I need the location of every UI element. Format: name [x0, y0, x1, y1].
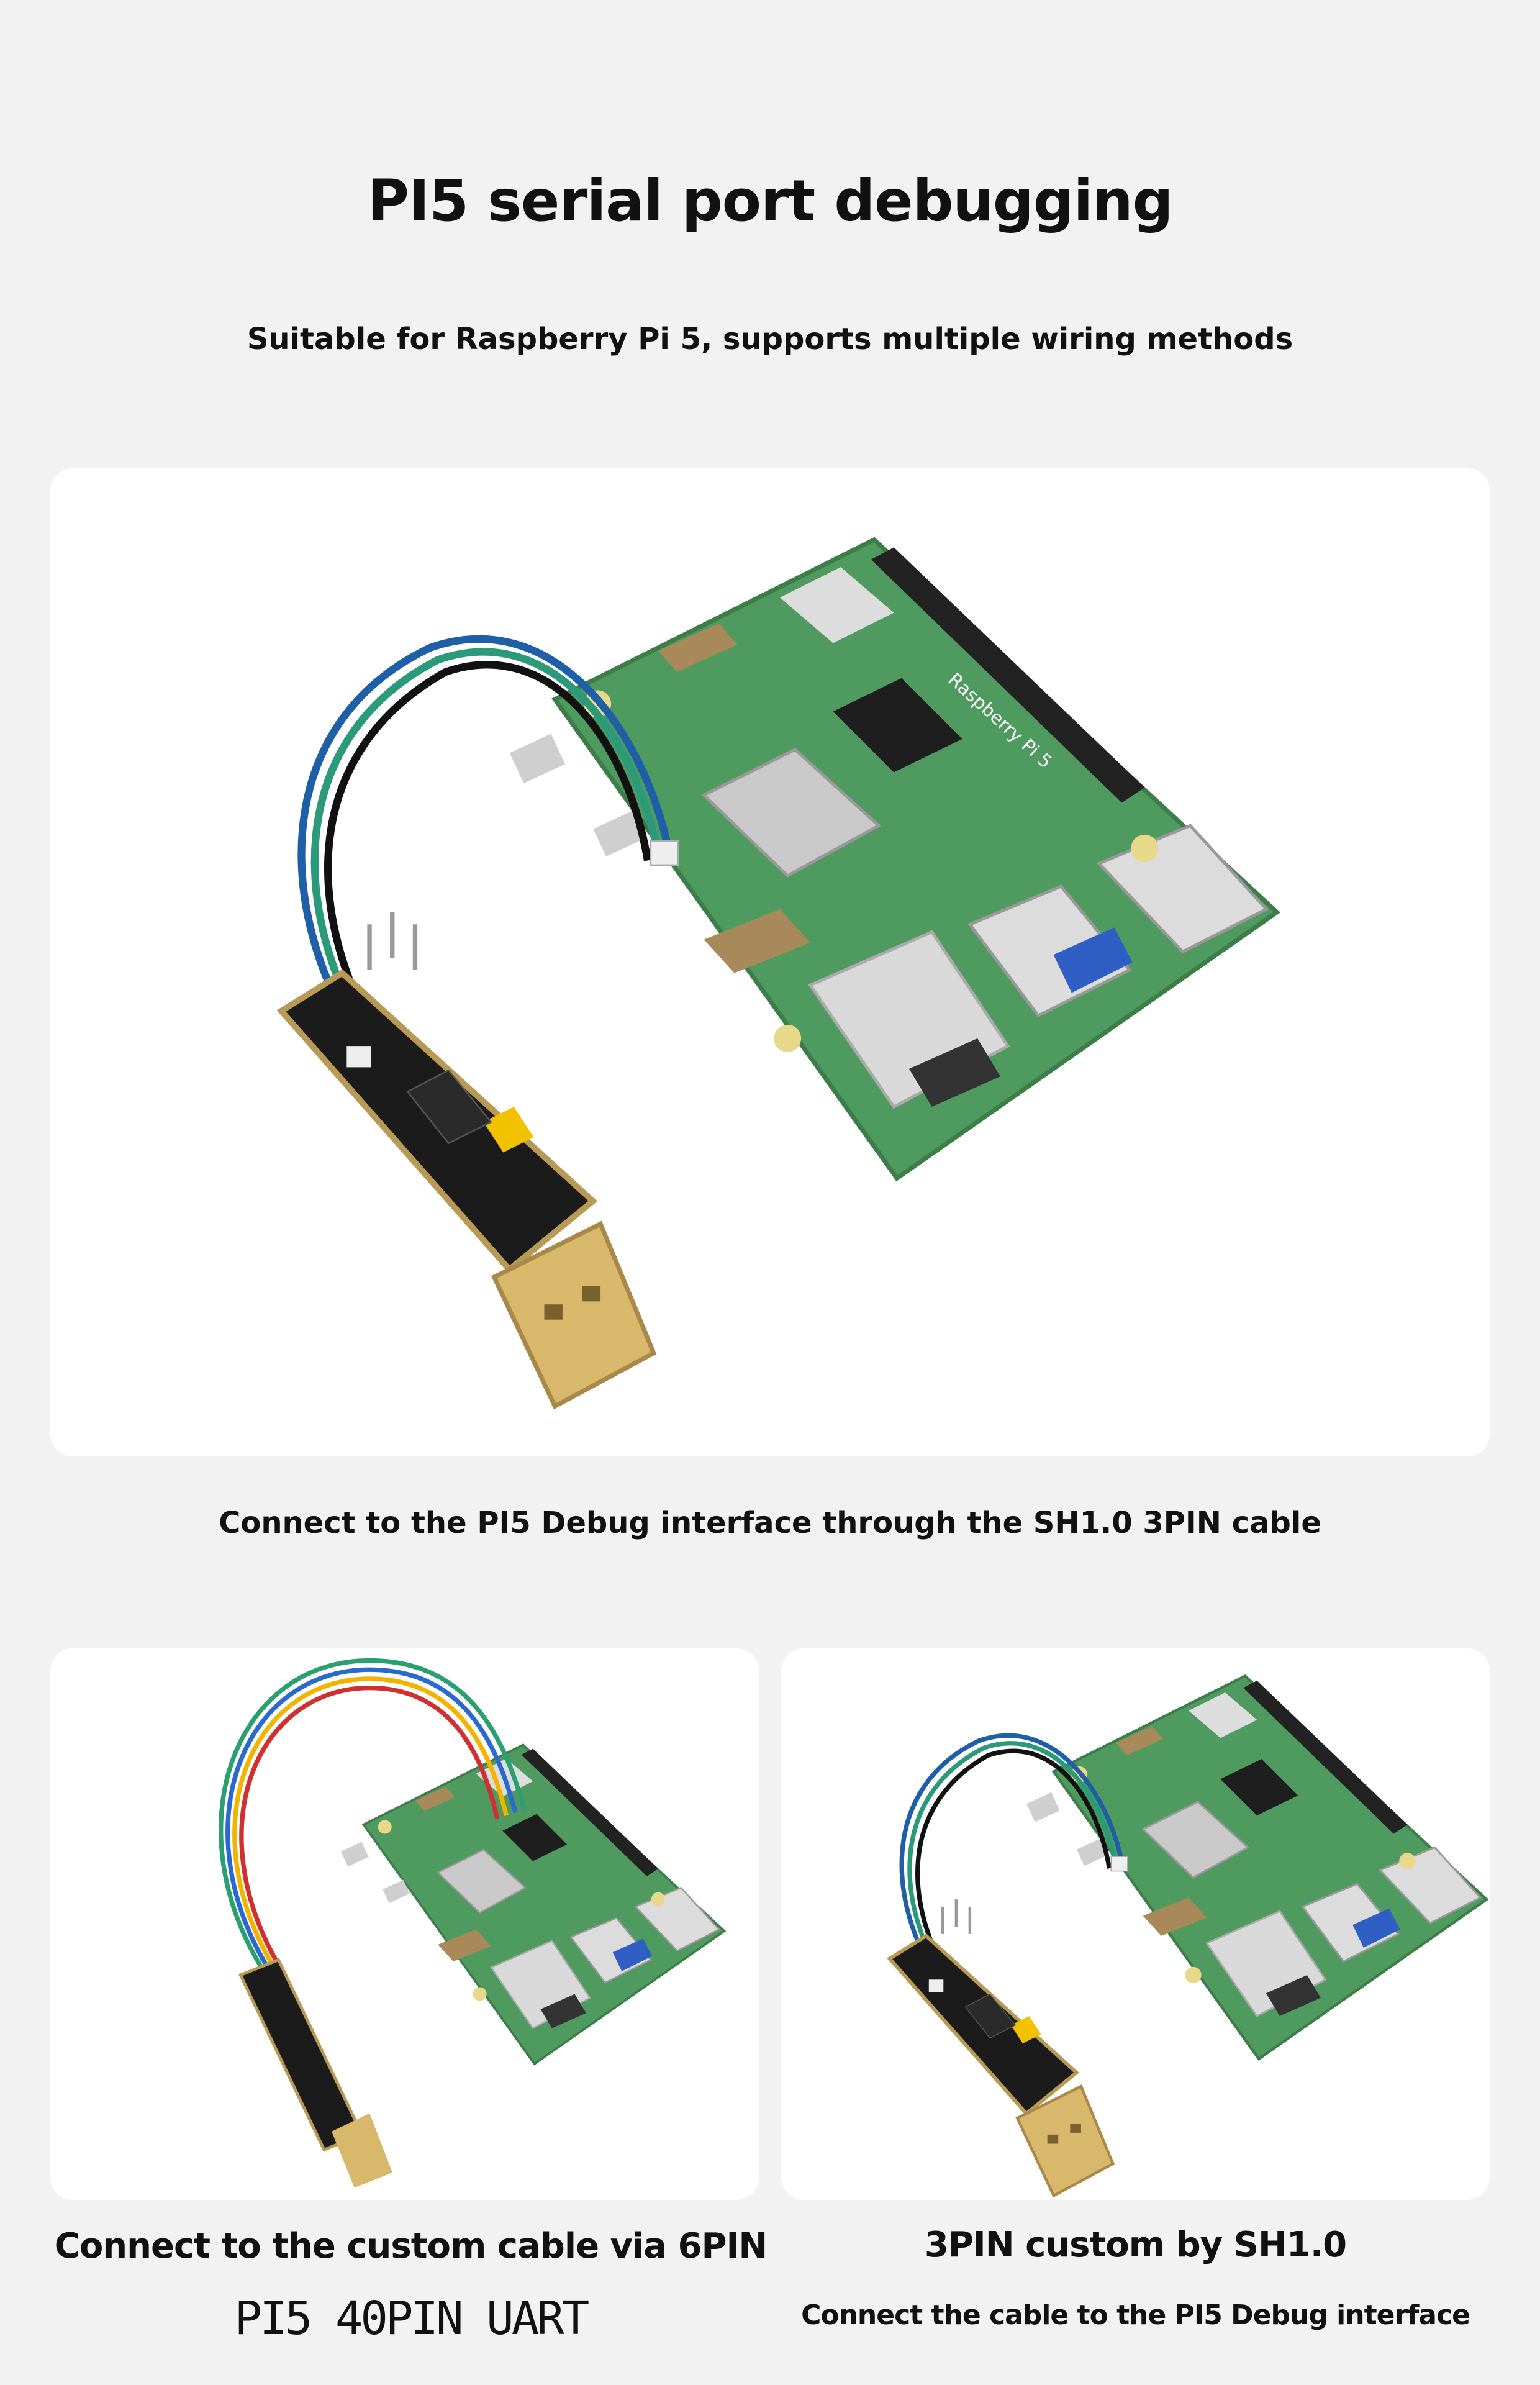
- usb-uart-adapter: [238, 1958, 365, 2152]
- page-subtitle: Suitable for Raspberry Pi 5, supports mu…: [247, 322, 1293, 357]
- pi5-sh10-wiring-illustration: [781, 1648, 1490, 2200]
- right-caption: 3PIN custom by SH1.0: [924, 2225, 1347, 2265]
- main-caption: Connect to the PI5 Debug interface throu…: [219, 1506, 1321, 1540]
- raspberry-pi-5-board: [340, 1743, 726, 2065]
- left-caption: Connect to the custom cable via 6PIN: [54, 2226, 768, 2266]
- right-product-image: [781, 1648, 1490, 2200]
- pi5-40pin-wiring-illustration: [219, 1658, 726, 2188]
- left-subcaption: PI5 40PIN UART: [234, 2292, 590, 2345]
- raspberry-pi-5-board: [510, 540, 1277, 1178]
- raspberry-pi-5-board: [1026, 1676, 1487, 2059]
- six-wire-cable: [219, 1658, 527, 1976]
- usb-plug: [332, 2113, 392, 2188]
- main-product-image: Raspberry Pi 5: [50, 468, 1490, 1456]
- page-title: PI5 serial port debugging: [367, 168, 1173, 234]
- right-subcaption: Connect the cable to the PI5 Debug inter…: [801, 2299, 1470, 2331]
- pi5-with-usb-adapter-illustration: Raspberry Pi 5: [50, 468, 1490, 1456]
- left-product-image: [50, 1648, 759, 2200]
